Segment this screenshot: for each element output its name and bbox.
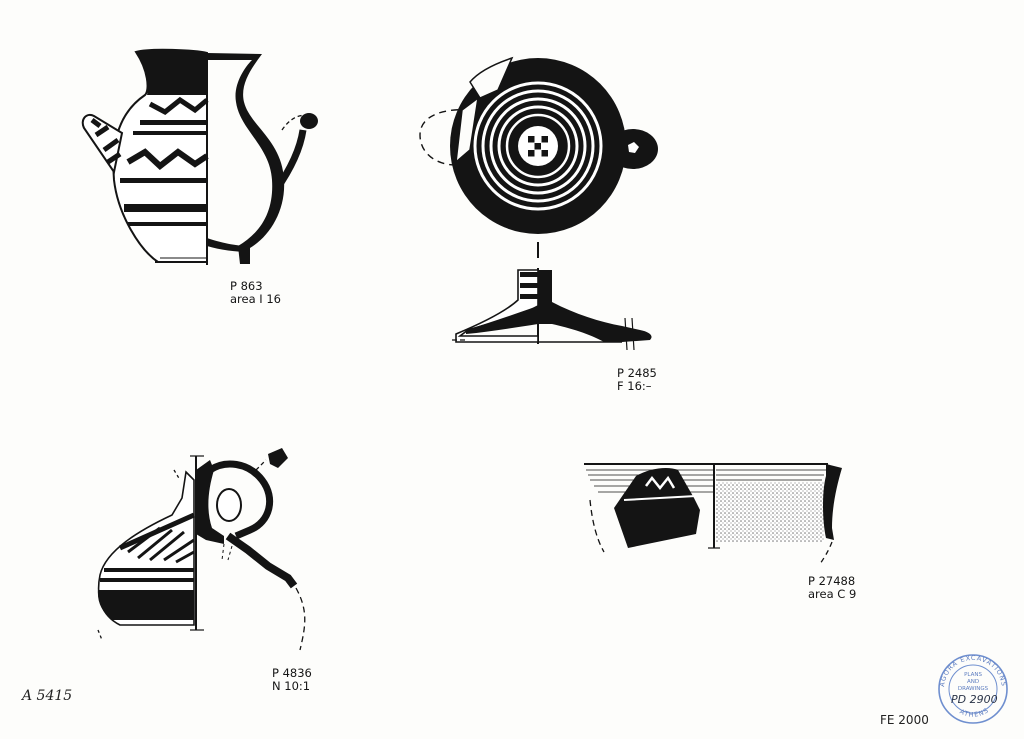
- svg-text:AND: AND: [967, 679, 979, 685]
- svg-text:PLANS: PLANS: [964, 672, 982, 678]
- svg-text:ATHENS: ATHENS: [958, 706, 990, 719]
- lamp-section-drawing: [452, 268, 652, 351]
- agora-stamp-seal: AGORA EXCAVATIONS ATHENS PLANS AND DRAWI…: [938, 654, 1008, 724]
- svg-text:DRAWINGS: DRAWINGS: [958, 686, 989, 692]
- p4836-location-label: N 10:1: [272, 679, 310, 693]
- p2485-location-label: F 16:–: [617, 379, 652, 393]
- p4836-inventory-label: P 4836: [272, 666, 312, 680]
- filing-code: FE 2000: [880, 713, 929, 727]
- p863-inventory-label: P 863: [230, 279, 263, 293]
- p27488-location-label: area C 9: [808, 587, 856, 601]
- p863-location-label: area I 16: [230, 292, 281, 306]
- lamp-plan-and-section-drawing: [419, 56, 658, 258]
- sheet-number: A 5415: [20, 688, 72, 704]
- stamp-drawing-number: PD 2900: [951, 693, 998, 706]
- p27488-inventory-label: P 27488: [808, 574, 855, 588]
- p2485-inventory-label: P 2485: [617, 366, 657, 380]
- bowl-rim-fragment-drawing: [584, 463, 842, 565]
- oinochoe-fragment-drawing: [97, 448, 306, 651]
- jug-profile-drawing: [81, 48, 318, 265]
